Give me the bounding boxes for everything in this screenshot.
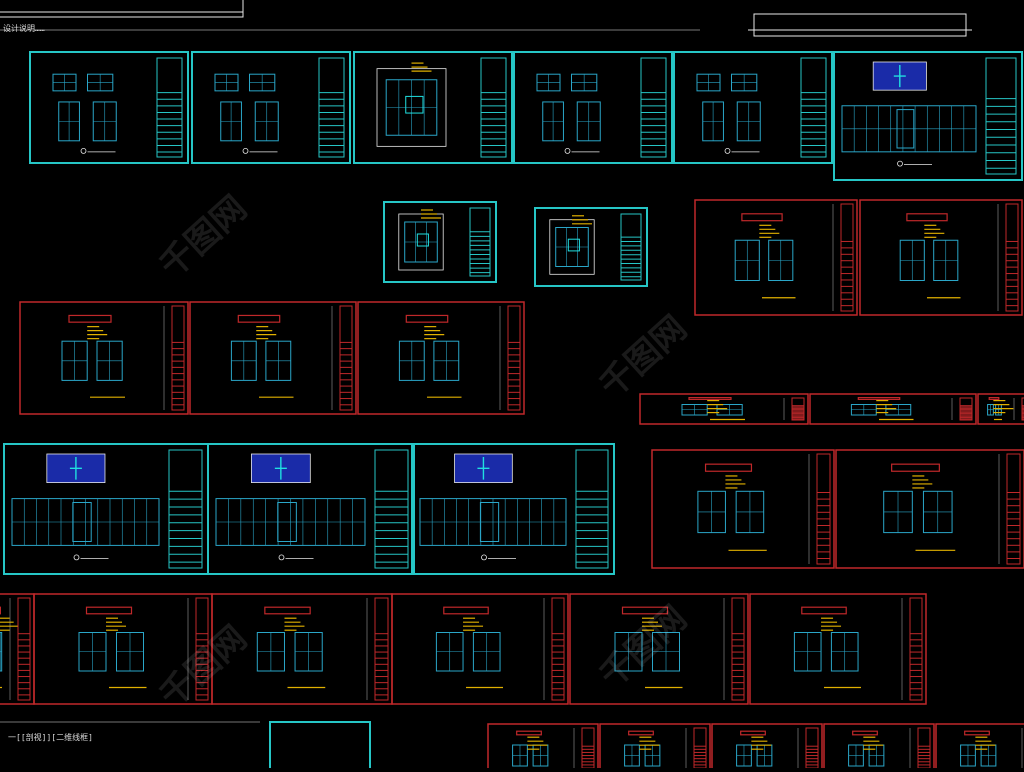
sheet-title-strip bbox=[18, 598, 30, 700]
top-status-text: 设计说明…… bbox=[3, 23, 45, 34]
sheet-title-strip bbox=[169, 450, 202, 568]
section-header-box bbox=[406, 315, 447, 322]
title-block-fragment bbox=[754, 14, 966, 36]
sheet-title-strip bbox=[196, 598, 208, 700]
section-header-box bbox=[444, 607, 488, 614]
section-header-box bbox=[907, 214, 947, 221]
section-header-box bbox=[802, 607, 846, 614]
sheet-title-strip bbox=[621, 214, 641, 280]
cyan-drawing-sheet bbox=[674, 52, 832, 163]
sheet-title-strip bbox=[576, 450, 608, 568]
section-header-box bbox=[629, 731, 654, 735]
sheet-title-strip bbox=[552, 598, 564, 700]
fixture-block bbox=[417, 234, 428, 246]
section-header-box bbox=[892, 464, 940, 471]
section-header-box bbox=[689, 398, 731, 400]
section-header-box bbox=[858, 398, 899, 400]
section-header-box bbox=[741, 731, 766, 735]
sheet-title-strip bbox=[375, 450, 408, 568]
sheet-title-strip bbox=[508, 306, 520, 410]
sheet-title-strip bbox=[1006, 204, 1018, 311]
sheet-title-strip bbox=[481, 58, 506, 157]
sheet-title-strip bbox=[817, 454, 830, 564]
section-header-box bbox=[265, 607, 310, 614]
red-drawing-sheet bbox=[0, 594, 34, 704]
sheet-title-strip bbox=[841, 204, 853, 311]
section-mark-icon bbox=[243, 148, 248, 153]
section-mark-icon bbox=[74, 555, 79, 560]
sheet-title-strip bbox=[340, 306, 352, 410]
view-mode-label[interactable]: 一[[剖视]][二维线框] bbox=[8, 732, 93, 743]
section-header-box bbox=[238, 315, 279, 322]
section-header-box bbox=[87, 607, 132, 614]
section-mark-icon bbox=[279, 555, 284, 560]
section-header-box bbox=[965, 731, 990, 735]
fixture-block bbox=[568, 239, 579, 251]
sheet-title-strip bbox=[986, 58, 1016, 174]
sheet-title-strip bbox=[375, 598, 388, 700]
sheet-title-strip bbox=[732, 598, 744, 700]
red-drawing-sheet bbox=[936, 724, 1024, 768]
sheet-title-strip bbox=[910, 598, 922, 700]
title-block-fragment bbox=[0, 0, 243, 17]
cyan-drawing-sheet bbox=[30, 52, 188, 163]
sheet-title-strip bbox=[157, 58, 182, 157]
section-header-box bbox=[853, 731, 878, 735]
cyan-drawing-sheet bbox=[192, 52, 350, 163]
section-mark-icon bbox=[898, 161, 903, 166]
sheet-title-strip bbox=[801, 58, 826, 157]
sheet-title-strip bbox=[641, 58, 666, 157]
section-mark-icon bbox=[482, 555, 487, 560]
section-header-box bbox=[989, 398, 999, 400]
cyan-drawing-sheet bbox=[514, 52, 672, 163]
sheet-title-strip bbox=[319, 58, 344, 157]
fixture-block bbox=[406, 96, 423, 113]
sheet-title-strip bbox=[172, 306, 184, 410]
section-mark-icon bbox=[81, 148, 86, 153]
section-header-box bbox=[706, 464, 752, 471]
sheet-title-strip bbox=[470, 208, 490, 276]
section-header-box bbox=[623, 607, 668, 614]
sheet-title-strip bbox=[1007, 454, 1020, 564]
section-header-box bbox=[517, 731, 542, 735]
section-header-box bbox=[69, 315, 111, 322]
section-mark-icon bbox=[565, 148, 570, 153]
cyan-drawing-sheet bbox=[270, 722, 370, 768]
section-mark-icon bbox=[725, 148, 730, 153]
section-header-box bbox=[742, 214, 782, 221]
